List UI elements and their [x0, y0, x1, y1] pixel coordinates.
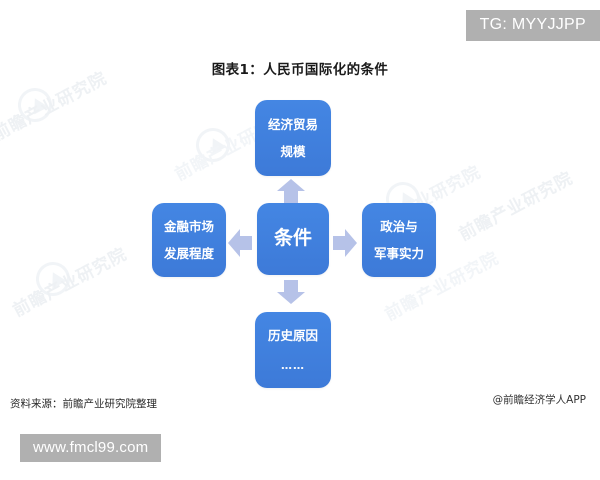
chart-title: 图表1：人民币国际化的条件 — [211, 62, 389, 78]
arrow-down-icon — [276, 280, 306, 304]
node-economic-trade-scale[interactable]: 经济贸易 规模 — [255, 100, 331, 176]
site-url-badge: www.fmcl99.com — [20, 434, 162, 462]
node-bottom-line1: 历史原因 — [267, 328, 318, 343]
node-top-line2: 规模 — [280, 143, 306, 159]
arrow-right-icon — [333, 228, 357, 258]
node-left-line2: 发展程度 — [163, 245, 214, 261]
node-right-line2: 军事实力 — [373, 245, 424, 261]
node-left-line1: 金融市场 — [163, 219, 214, 235]
arrow-up-icon — [276, 179, 306, 203]
node-right-line1: 政治与 — [380, 219, 418, 235]
node-historical-reasons[interactable]: 历史原因 …… — [255, 312, 331, 388]
node-bottom-line2: …… — [281, 359, 305, 373]
node-financial-market-development[interactable]: 金融市场 发展程度 — [152, 203, 226, 277]
node-center-line1: 条件 — [273, 227, 312, 250]
node-conditions-center[interactable]: 条件 — [257, 203, 329, 275]
app-credit: @前瞻经济学人APP — [492, 394, 586, 406]
node-political-military-strength[interactable]: 政治与 军事实力 — [362, 203, 436, 277]
source-note: 资料来源：前瞻产业研究院整理 — [10, 398, 157, 410]
arrow-left-icon — [228, 228, 252, 258]
telegram-badge: TG: MYYJJPP — [465, 10, 600, 41]
node-top-line1: 经济贸易 — [267, 117, 318, 133]
